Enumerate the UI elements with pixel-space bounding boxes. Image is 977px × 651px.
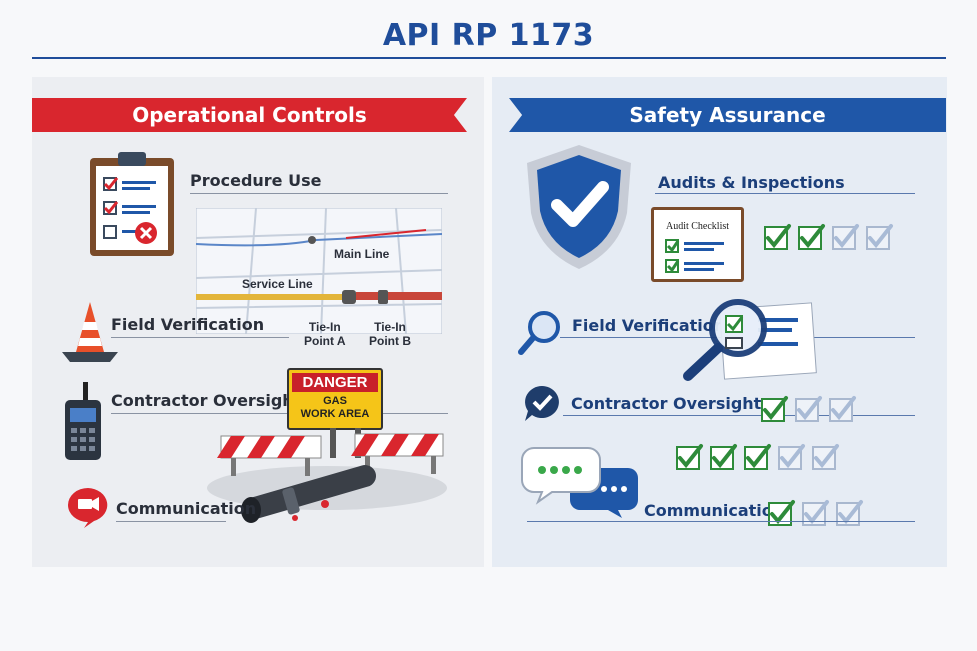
audits-checkbox-4 (866, 224, 893, 250)
danger-sign-line2: WORK AREA (300, 408, 370, 420)
communication-row1-checkbox-5 (812, 444, 839, 470)
contractor-oversight-sa-rule (563, 415, 915, 416)
communication-rule (116, 521, 226, 522)
magnified-document-icon (683, 299, 817, 381)
communication-sa-rule (527, 521, 915, 522)
communication-row1-checkbox-3 (744, 444, 771, 470)
field-verification-rule (111, 337, 289, 338)
shield-check-icon (527, 145, 631, 269)
tie-in-point-a-label: Tie-In Point A (304, 320, 346, 348)
service-line-label: Service Line (242, 277, 313, 291)
communication-row1-checkbox-2 (710, 444, 737, 470)
audit-checklist-lines (665, 239, 724, 273)
audits-inspections-label: Audits & Inspections (658, 173, 845, 192)
chat-bubbles-icon (521, 447, 638, 518)
audits-checkbox-2 (798, 224, 825, 250)
radio-icon (65, 382, 101, 460)
traffic-cone-icon (62, 302, 118, 362)
procedure-use-rule (190, 193, 448, 194)
contractor-oversight-rule (111, 413, 448, 414)
communication-row1-checkbox-1 (676, 444, 703, 470)
communication-row1-checkbox-4 (778, 444, 805, 470)
operational-controls-heading: Operational Controls (132, 103, 367, 127)
communication-label: Communication (116, 499, 257, 518)
danger-sign-line1: GAS (323, 395, 347, 407)
audits-inspections-rule (655, 193, 915, 194)
field-verification-sa-label: Field Verification (572, 316, 726, 335)
danger-sign: DANGER GAS WORK AREA (287, 368, 383, 430)
communication-checkmarks-row1 (676, 444, 839, 470)
title-divider (32, 57, 946, 59)
tie-in-point-b-label: Tie-In Point B (369, 320, 411, 348)
field-verification-label: Field Verification (111, 315, 265, 334)
audits-checkmarks (764, 224, 893, 250)
audits-checkbox-3 (832, 224, 859, 250)
operational-controls-banner: Operational Controls (32, 98, 467, 132)
contractor-oversight-label: Contractor Oversight (111, 391, 302, 410)
contractor-oversight-checkmarks (761, 396, 856, 422)
procedure-use-label: Procedure Use (190, 171, 322, 190)
audit-checklist-card: Audit Checklist (651, 207, 744, 282)
clipboard-checklist-icon (90, 152, 174, 256)
check-circle-bubble-icon (525, 386, 559, 421)
contractor-checkbox-2 (795, 396, 822, 422)
audit-checklist-title: Audit Checklist (665, 221, 730, 232)
barricade-pipe-illustration (207, 428, 447, 523)
contractor-oversight-sa-label: Contractor Oversight (571, 394, 762, 413)
magnifier-icon (518, 311, 560, 355)
danger-sign-head: DANGER (292, 373, 378, 392)
safety-assurance-banner: Safety Assurance (509, 98, 946, 132)
communication-checkmarks-row2 (768, 500, 863, 526)
speech-bubble-icon (68, 488, 108, 528)
page-title: API RP 1173 (382, 18, 595, 53)
communication-sa-label: Communication (644, 501, 785, 520)
safety-assurance-heading: Safety Assurance (629, 103, 826, 127)
contractor-checkbox-1 (761, 396, 788, 422)
main-line-label: Main Line (334, 247, 390, 261)
audits-checkbox-1 (764, 224, 791, 250)
pipeline-map-icon (196, 208, 442, 334)
contractor-checkbox-3 (829, 396, 856, 422)
